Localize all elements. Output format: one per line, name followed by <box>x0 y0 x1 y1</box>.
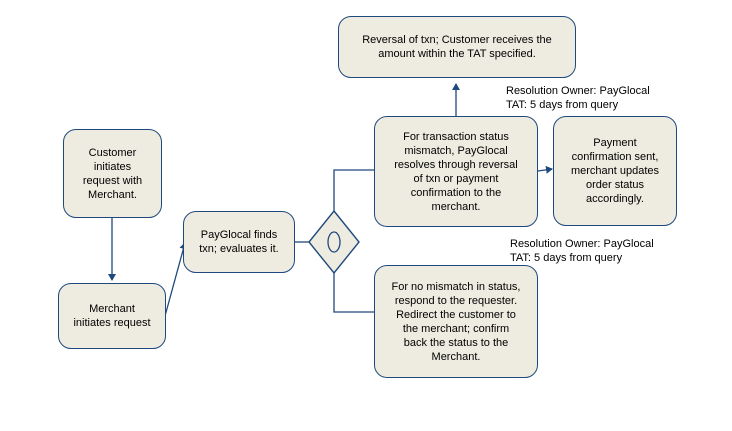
decision-inner-ring <box>327 231 341 253</box>
customer-initiates-box: Customer initiates request with Merchant… <box>63 129 162 218</box>
reversal-resolution-tat: TAT: 5 days from query <box>506 99 619 111</box>
connector-mismatch-to-confirmation <box>537 165 553 174</box>
reversal-box: Reversal of txn; Customer receives the a… <box>338 16 576 78</box>
reversal-resolution-owner: Resolution Owner: PayGlocal <box>506 85 650 97</box>
connector-decision-to-mismatch <box>333 169 374 211</box>
connector-merchant-to-payglocal <box>164 242 188 317</box>
no-mismatch-box: For no mismatch in status, respond to th… <box>374 265 538 378</box>
decision-diamond <box>308 209 360 275</box>
status-mismatch-box: For transaction status mismatch, PayGloc… <box>374 116 538 227</box>
confirmation-resolution-owner: Resolution Owner: PayGlocal <box>510 238 654 250</box>
payglocal-finds-box: PayGlocal finds txn; evaluates it. <box>183 211 295 273</box>
merchant-initiates-box: Merchant initiates request <box>58 283 166 349</box>
connector-decision-to-no-mismatch <box>333 273 374 313</box>
reversal-resolution-note: Resolution Owner: PayGlocal TAT: 5 days … <box>506 84 650 112</box>
confirmation-resolution-note: Resolution Owner: PayGlocal TAT: 5 days … <box>510 237 654 265</box>
payment-confirmation-box: Payment confirmation sent, merchant upda… <box>553 116 677 226</box>
confirmation-resolution-tat: TAT: 5 days from query <box>510 252 623 264</box>
